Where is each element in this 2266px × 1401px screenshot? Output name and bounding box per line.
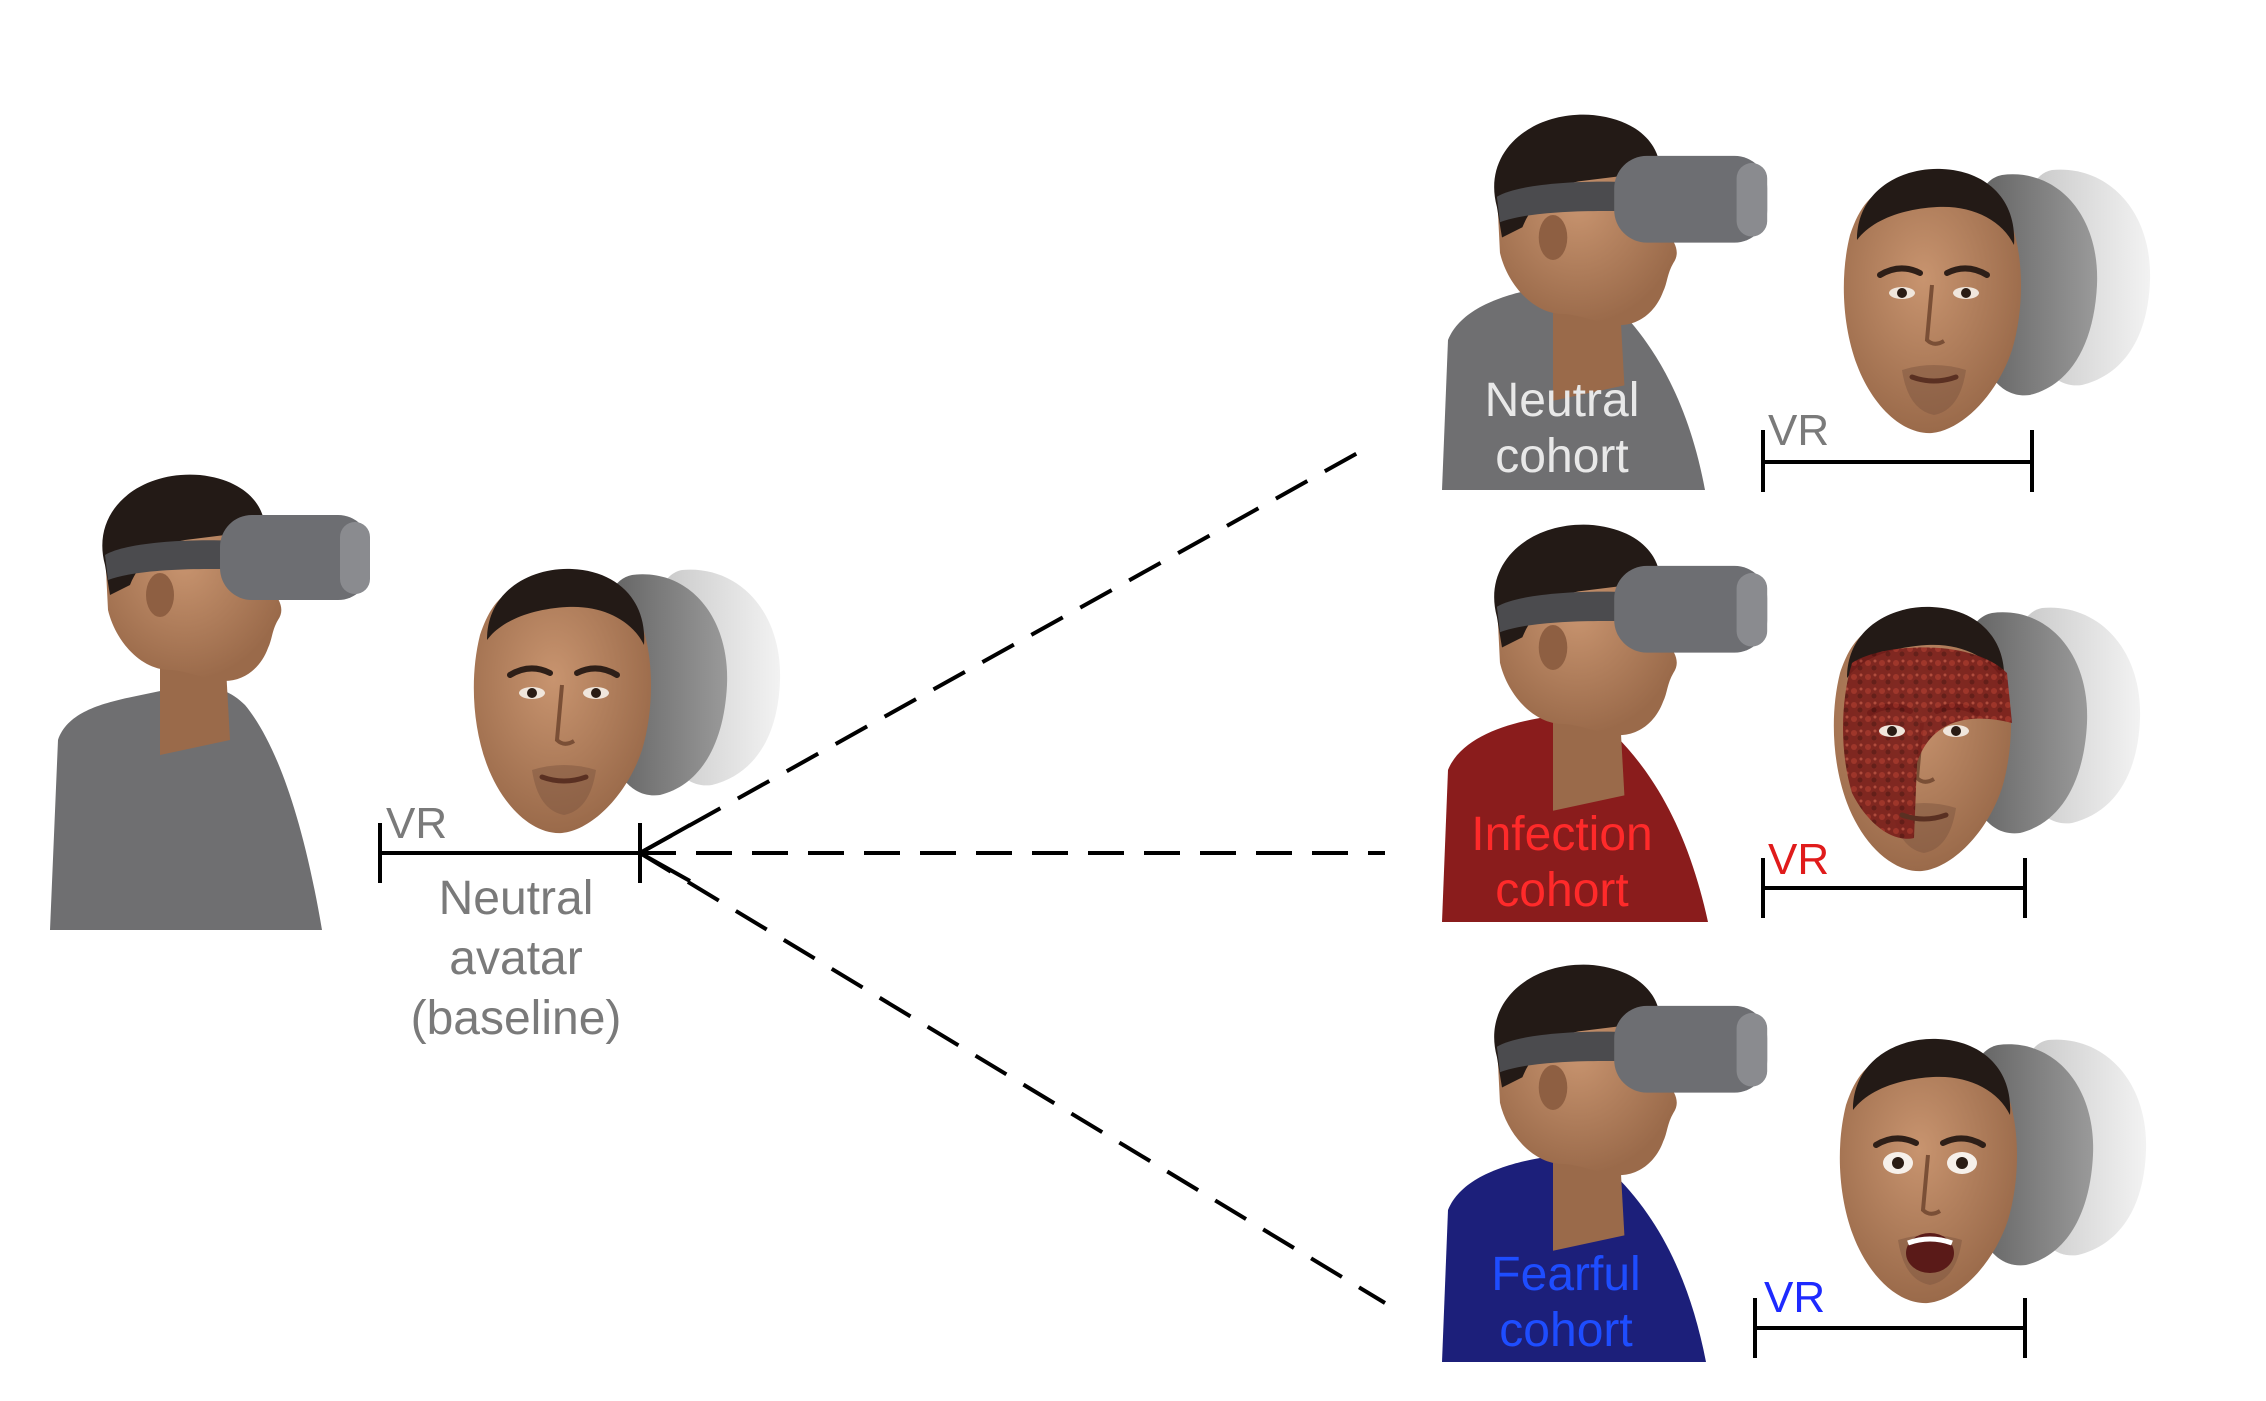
cohort-fearful-vr-bracket [1753,1298,2027,1358]
cohort-infection-avatar [1834,607,2141,871]
cohort-neutral-vr-bracket [1761,430,2034,492]
cohort-fearful-label-2: cohort [1499,1304,1632,1357]
cohort-fearful-text: Fearful cohort [1491,1248,1640,1357]
cohort-infection-shirt [1442,716,1708,922]
cohort-fearful-avatar [1840,1039,2147,1303]
cohort-fearful-shirt [1442,1156,1706,1362]
baseline-avatar-label: Neutral avatar (baseline) [411,872,622,1045]
connector-to-neutral [639,443,1373,855]
cohort-infection-vr-bracket [1761,858,2027,918]
baseline-shirt [50,685,322,930]
cohort-infection-label-1: Infection [1471,808,1652,861]
connector-to-fearful [638,851,1387,1305]
baseline-group: VR Neutral avatar (baseline) [50,474,781,1045]
baseline-label-line-2: avatar [449,932,582,985]
arrowhead-icon [635,823,691,883]
cohort-fearful-vr-label: VR [1764,1273,1825,1322]
baseline-avatar [474,569,781,833]
cohort-fearful-label-1: Fearful [1491,1248,1640,1301]
baseline-label-line-3: (baseline) [411,992,622,1045]
baseline-vr-label: VR [386,799,447,848]
connectors [638,443,1387,1305]
cohort-infection-vr-label: VR [1768,835,1829,884]
cohort-infection-label-2: cohort [1495,864,1628,917]
cohort-neutral-text: Neutral cohort [1485,374,1640,483]
infection-rash [1843,647,2012,839]
cohort-neutral-vr-label: VR [1768,406,1829,455]
baseline-label-line-1: Neutral [439,872,594,925]
cohort-neutral-label-1: Neutral [1485,374,1640,427]
cohort-fearful: Fearful cohort VR [1442,964,2147,1362]
cohort-neutral-avatar [1844,169,2151,433]
cohort-infection: Infection cohort VR [1442,524,2141,922]
cohort-neutral-label-2: cohort [1495,430,1628,483]
cohort-infection-text: Infection cohort [1471,808,1652,917]
cohort-neutral: Neutral cohort VR [1442,114,2151,492]
